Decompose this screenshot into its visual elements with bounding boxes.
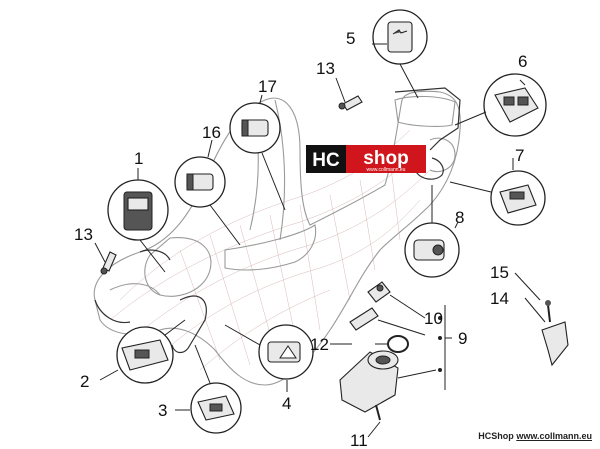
hc-shop-logo: HC shop www.collmann.eu	[306, 145, 426, 173]
label-6: 6	[518, 52, 527, 71]
footer-credit: HCShop www.collmann.eu	[478, 431, 592, 441]
callout-part-17	[229, 102, 286, 211]
label-1: 1	[134, 149, 143, 168]
footer-url[interactable]: www.collmann.eu	[516, 431, 592, 441]
ignition-lock-body	[339, 350, 437, 413]
callout-part-7	[449, 170, 546, 226]
callout-part-6	[454, 73, 547, 137]
screw-part-15	[514, 272, 551, 323]
handlebar-cover-body	[93, 87, 461, 386]
label-7: 7	[515, 146, 524, 165]
logo-brand-sub: www.collmann.eu	[367, 167, 406, 173]
label-17: 17	[258, 77, 277, 96]
screw-part-11	[367, 404, 381, 438]
logo-shop-box	[346, 145, 426, 173]
label-11: 11	[350, 431, 368, 449]
callout-part-8	[404, 185, 460, 278]
label-13-left: 13	[74, 225, 93, 244]
label-9: 9	[458, 329, 467, 348]
label-13-top: 13	[316, 59, 335, 78]
key-part-10	[367, 281, 426, 319]
ring-part-12	[375, 335, 409, 353]
callout-part-5	[372, 9, 428, 99]
label-16: 16	[202, 123, 221, 142]
label-10: 10	[424, 309, 443, 328]
logo-brand-right: shop	[363, 148, 408, 169]
label-15: 15	[490, 263, 509, 282]
label-4: 4	[282, 394, 291, 413]
label-3: 3	[158, 401, 167, 420]
logo-brand-left: HC	[312, 150, 340, 171]
key-part-10b	[349, 307, 426, 336]
callout-part-3	[190, 344, 242, 434]
callout-part-1	[107, 179, 169, 273]
bulb-part-13-left	[100, 251, 117, 275]
logo-hc-box	[306, 145, 346, 173]
label-14: 14	[490, 289, 509, 308]
label-5: 5	[346, 29, 355, 48]
group-bracket-9	[438, 305, 452, 390]
bulb-part-13-top	[338, 95, 363, 111]
callout-part-2	[116, 319, 186, 384]
sensor-part-14	[524, 297, 569, 367]
label-8: 8	[455, 208, 464, 227]
callout-part-16	[174, 156, 241, 246]
callout-part-4	[224, 324, 314, 380]
label-2: 2	[80, 372, 89, 391]
footer-brand: HCShop	[478, 431, 514, 441]
label-12: 12	[310, 335, 329, 354]
